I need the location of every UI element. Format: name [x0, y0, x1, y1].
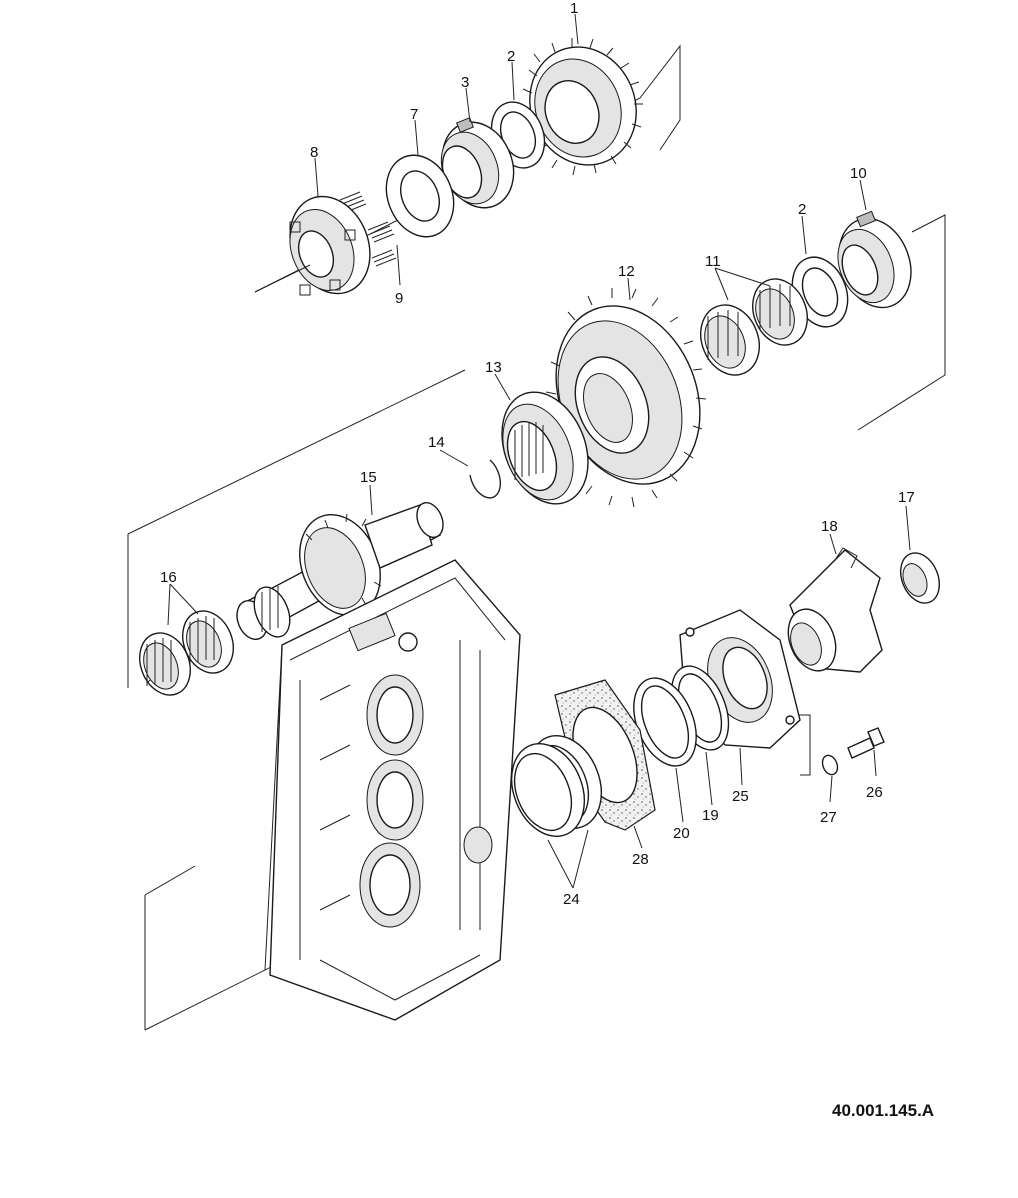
shims-24: [511, 735, 602, 837]
roller-bearings-16: [139, 610, 234, 696]
needle-bearings-11: [700, 278, 808, 376]
callout-18: 18: [821, 518, 838, 535]
callout-labels: 1 2 3 7 8 9 10 2 12 11 13 14 15 16 17 18…: [160, 0, 915, 908]
callout-19: 19: [702, 807, 719, 824]
callout-26: 26: [866, 784, 883, 801]
thrust-washer-7: [385, 154, 455, 238]
callout-28: 28: [632, 851, 649, 868]
callout-1: 1: [570, 0, 578, 17]
callout-10: 10: [850, 165, 867, 182]
callout-3: 3: [461, 74, 469, 91]
helical-gear-12: [545, 288, 707, 508]
bolt-26: [847, 727, 885, 759]
callout-24: 24: [563, 891, 580, 908]
callout-17: 17: [898, 489, 915, 506]
assembly-boundary-lines: [127, 44, 946, 1031]
callout-8: 8: [310, 144, 318, 161]
callout-2-right: 2: [798, 201, 806, 218]
callout-20: 20: [673, 825, 690, 842]
output-flange-18: [787, 547, 883, 673]
callout-9: 9: [395, 290, 403, 307]
reference-code: 40.001.145.A: [832, 1101, 934, 1120]
snap-ring-14: [469, 459, 502, 499]
helical-gear-1: [520, 38, 643, 176]
callout-13: 13: [485, 359, 502, 376]
callout-15: 15: [360, 469, 377, 486]
callout-2-top: 2: [507, 48, 515, 65]
callout-16: 16: [160, 569, 177, 586]
oil-seal-17: [899, 552, 941, 604]
callout-7: 7: [410, 106, 418, 123]
callout-25: 25: [732, 788, 749, 805]
synchro-hub-8: [289, 195, 371, 296]
rings-19-20: [633, 665, 730, 767]
callout-11: 11: [705, 253, 721, 270]
transmission-housing: [264, 559, 521, 1021]
sliding-sleeve-13: [501, 391, 589, 505]
roller-bearing-10: [837, 210, 912, 309]
springs-9: [339, 191, 397, 267]
callout-14: 14: [428, 434, 445, 451]
callout-12: 12: [618, 263, 635, 280]
callout-27: 27: [820, 809, 837, 826]
washer-27: [821, 754, 839, 776]
leader-lines: [147, 13, 911, 889]
